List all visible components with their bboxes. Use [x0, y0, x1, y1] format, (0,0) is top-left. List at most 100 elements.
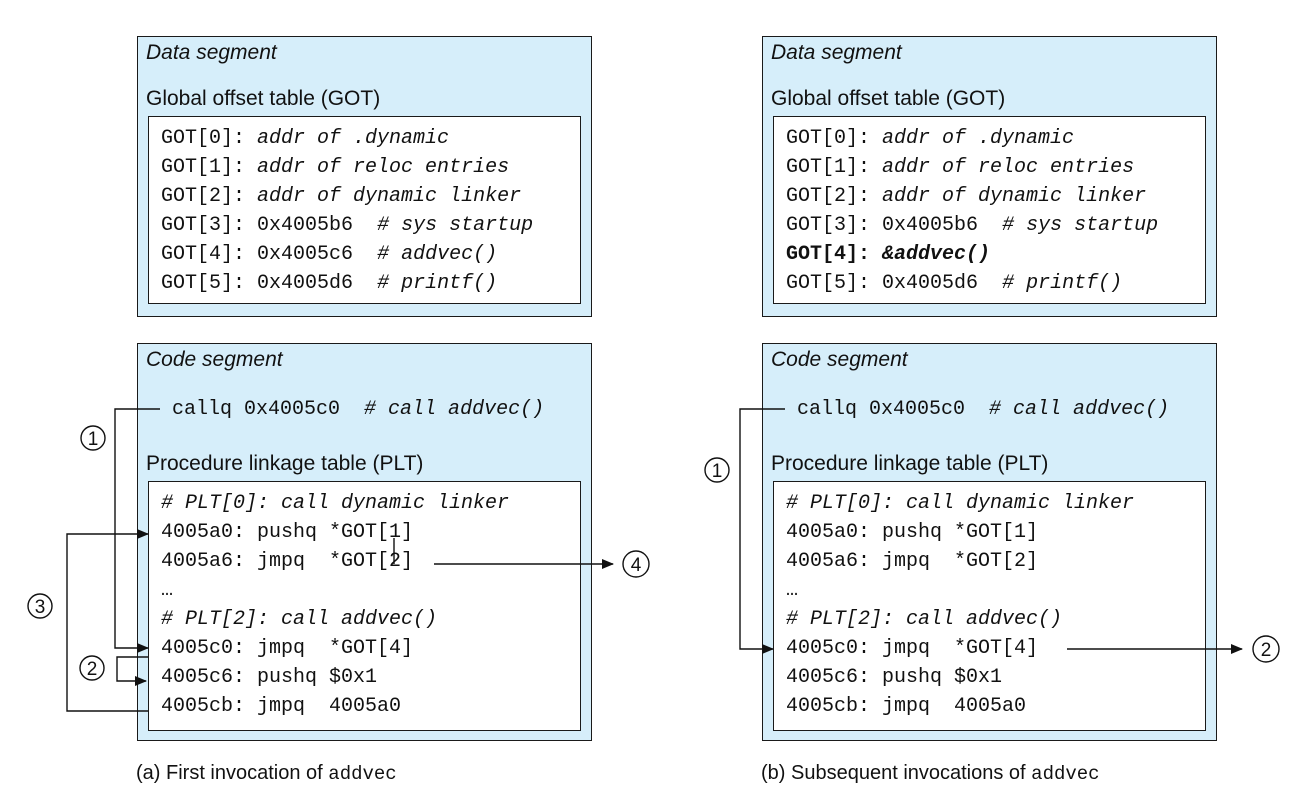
- call-instruction: callq 0x4005c0 # call addvec(): [172, 395, 544, 424]
- plt-addr: 4005c0:: [786, 637, 871, 660]
- plt-line-6: 4005c6: pushq $0x1: [786, 663, 1002, 692]
- got-title: Global offset table (GOT): [146, 87, 381, 110]
- plt-title: Procedure linkage table (PLT): [146, 452, 424, 475]
- caption-b: (b) Subsequent invocations of addvec: [761, 762, 1100, 785]
- got-label: GOT[2]:: [161, 185, 246, 208]
- plt-instr: pushq *GOT[1]: [257, 521, 414, 544]
- plt-line-4: # PLT[2]: call addvec(): [161, 605, 437, 634]
- got-label: GOT[1]:: [786, 156, 871, 179]
- plt-instr: jmpq *GOT[4]: [882, 637, 1039, 660]
- caption-a: (a) First invocation of addvec: [136, 762, 397, 785]
- got-line-0: GOT[0]: addr of .dynamic: [161, 124, 449, 153]
- plt-line-2: 4005a6: jmpq *GOT[2]: [786, 547, 1038, 576]
- plt-addr: 4005a6:: [786, 550, 871, 573]
- got-label: GOT[0]:: [786, 127, 871, 150]
- plt-comment: # PLT[0]: call dynamic linker: [161, 492, 510, 515]
- got-line-4-updated: GOT[4]: &addvec(): [786, 240, 990, 269]
- plt-line-7: 4005cb: jmpq 4005a0: [161, 692, 401, 721]
- call-comment: # call addvec(): [364, 398, 545, 421]
- got-comment: &addvec(): [882, 243, 991, 266]
- got-label: GOT[0]:: [161, 127, 246, 150]
- panel-subsequent-invocations: Data segment Global offset table (GOT) G…: [625, 0, 1265, 801]
- got-label: GOT[2]:: [786, 185, 871, 208]
- plt-table: # PLT[0]: call dynamic linker 4005a0: pu…: [773, 481, 1206, 731]
- plt-table: # PLT[0]: call dynamic linker 4005a0: pu…: [148, 481, 581, 731]
- plt-addr: 4005a0:: [161, 521, 246, 544]
- plt-instr: pushq $0x1: [882, 666, 1003, 689]
- code-segment: Code segment callq 0x4005c0 # call addve…: [762, 343, 1217, 741]
- got-comment: addr of reloc entries: [257, 156, 510, 179]
- caption-prefix: (a) First invocation of: [136, 762, 323, 784]
- plt-line-6: 4005c6: pushq $0x1: [161, 663, 377, 692]
- got-comment: addr of dynamic linker: [882, 185, 1147, 208]
- got-comment: addr of .dynamic: [257, 127, 450, 150]
- plt-line-1: 4005a0: pushq *GOT[1]: [161, 518, 413, 547]
- got-line-1: GOT[1]: addr of reloc entries: [161, 153, 509, 182]
- got-value: 0x4005d6: [257, 272, 354, 295]
- plt-line-3: …: [786, 576, 798, 605]
- data-segment: Data segment Global offset table (GOT) G…: [762, 36, 1217, 317]
- plt-addr: 4005c0:: [161, 637, 246, 660]
- got-label: GOT[3]:: [786, 214, 871, 237]
- plt-line-3: …: [161, 576, 173, 605]
- plt-title: Procedure linkage table (PLT): [771, 452, 1049, 475]
- plt-instr: jmpq 4005a0: [882, 695, 1027, 718]
- got-comment: addr of reloc entries: [882, 156, 1135, 179]
- plt-instr: jmpq *GOT[2]: [882, 550, 1039, 573]
- plt-instr: jmpq *GOT[4]: [257, 637, 414, 660]
- got-label: GOT[1]:: [161, 156, 246, 179]
- call-instr: callq 0x4005c0: [172, 398, 341, 421]
- got-comment: addr of dynamic linker: [257, 185, 522, 208]
- got-comment: # printf(): [1002, 272, 1123, 295]
- plt-line-4: # PLT[2]: call addvec(): [786, 605, 1062, 634]
- plt-addr: 4005cb:: [161, 695, 246, 718]
- got-value: 0x4005b6: [882, 214, 979, 237]
- plt-line-5: 4005c0: jmpq *GOT[4]: [786, 634, 1038, 663]
- got-comment: addr of .dynamic: [882, 127, 1075, 150]
- got-line-3: GOT[3]: 0x4005b6 # sys startup: [786, 211, 1158, 240]
- plt-line-1: 4005a0: pushq *GOT[1]: [786, 518, 1038, 547]
- plt-line-0: # PLT[0]: call dynamic linker: [786, 489, 1134, 518]
- plt-comment: # PLT[0]: call dynamic linker: [786, 492, 1135, 515]
- plt-addr: 4005a6:: [161, 550, 246, 573]
- plt-addr: 4005c6:: [786, 666, 871, 689]
- plt-line-5: 4005c0: jmpq *GOT[4]: [161, 634, 413, 663]
- caption-prefix: (b) Subsequent invocations of: [761, 762, 1026, 784]
- got-title: Global offset table (GOT): [771, 87, 1006, 110]
- caption-code: addvec: [328, 763, 397, 785]
- plt-instr: pushq $0x1: [257, 666, 378, 689]
- plt-comment: # PLT[2]: call addvec(): [161, 608, 438, 631]
- plt-addr: 4005a0:: [786, 521, 871, 544]
- plt-comment: # PLT[2]: call addvec(): [786, 608, 1063, 631]
- code-segment-title: Code segment: [146, 348, 283, 371]
- plt-instr: jmpq 4005a0: [257, 695, 402, 718]
- plt-addr: 4005cb:: [786, 695, 871, 718]
- got-line-5: GOT[5]: 0x4005d6 # printf(): [161, 269, 497, 298]
- plt-line-0: # PLT[0]: call dynamic linker: [161, 489, 509, 518]
- data-segment: Data segment Global offset table (GOT) G…: [137, 36, 592, 317]
- call-comment: # call addvec(): [989, 398, 1170, 421]
- plt-instr: pushq *GOT[1]: [882, 521, 1039, 544]
- got-label: GOT[4]:: [786, 243, 871, 266]
- got-value: 0x4005d6: [882, 272, 979, 295]
- plt-instr: jmpq *GOT[2]: [257, 550, 414, 573]
- code-segment: Code segment callq 0x4005c0 # call addve…: [137, 343, 592, 741]
- got-value: 0x4005b6: [257, 214, 354, 237]
- got-line-2: GOT[2]: addr of dynamic linker: [161, 182, 521, 211]
- data-segment-title: Data segment: [146, 41, 277, 64]
- got-table: GOT[0]: addr of .dynamic GOT[1]: addr of…: [773, 116, 1206, 304]
- got-comment: # printf(): [377, 272, 498, 295]
- plt-addr: 4005c6:: [161, 666, 246, 689]
- code-segment-title: Code segment: [771, 348, 908, 371]
- got-label: GOT[5]:: [786, 272, 871, 295]
- got-comment: # addvec(): [377, 243, 498, 266]
- call-instr: callq 0x4005c0: [797, 398, 966, 421]
- plt-line-2: 4005a6: jmpq *GOT[2]: [161, 547, 413, 576]
- plt-line-7: 4005cb: jmpq 4005a0: [786, 692, 1026, 721]
- call-instruction: callq 0x4005c0 # call addvec(): [797, 395, 1169, 424]
- got-label: GOT[4]:: [161, 243, 246, 266]
- got-comment: # sys startup: [377, 214, 534, 237]
- data-segment-title: Data segment: [771, 41, 902, 64]
- plt-ellipsis: …: [786, 579, 799, 602]
- got-line-0: GOT[0]: addr of .dynamic: [786, 124, 1074, 153]
